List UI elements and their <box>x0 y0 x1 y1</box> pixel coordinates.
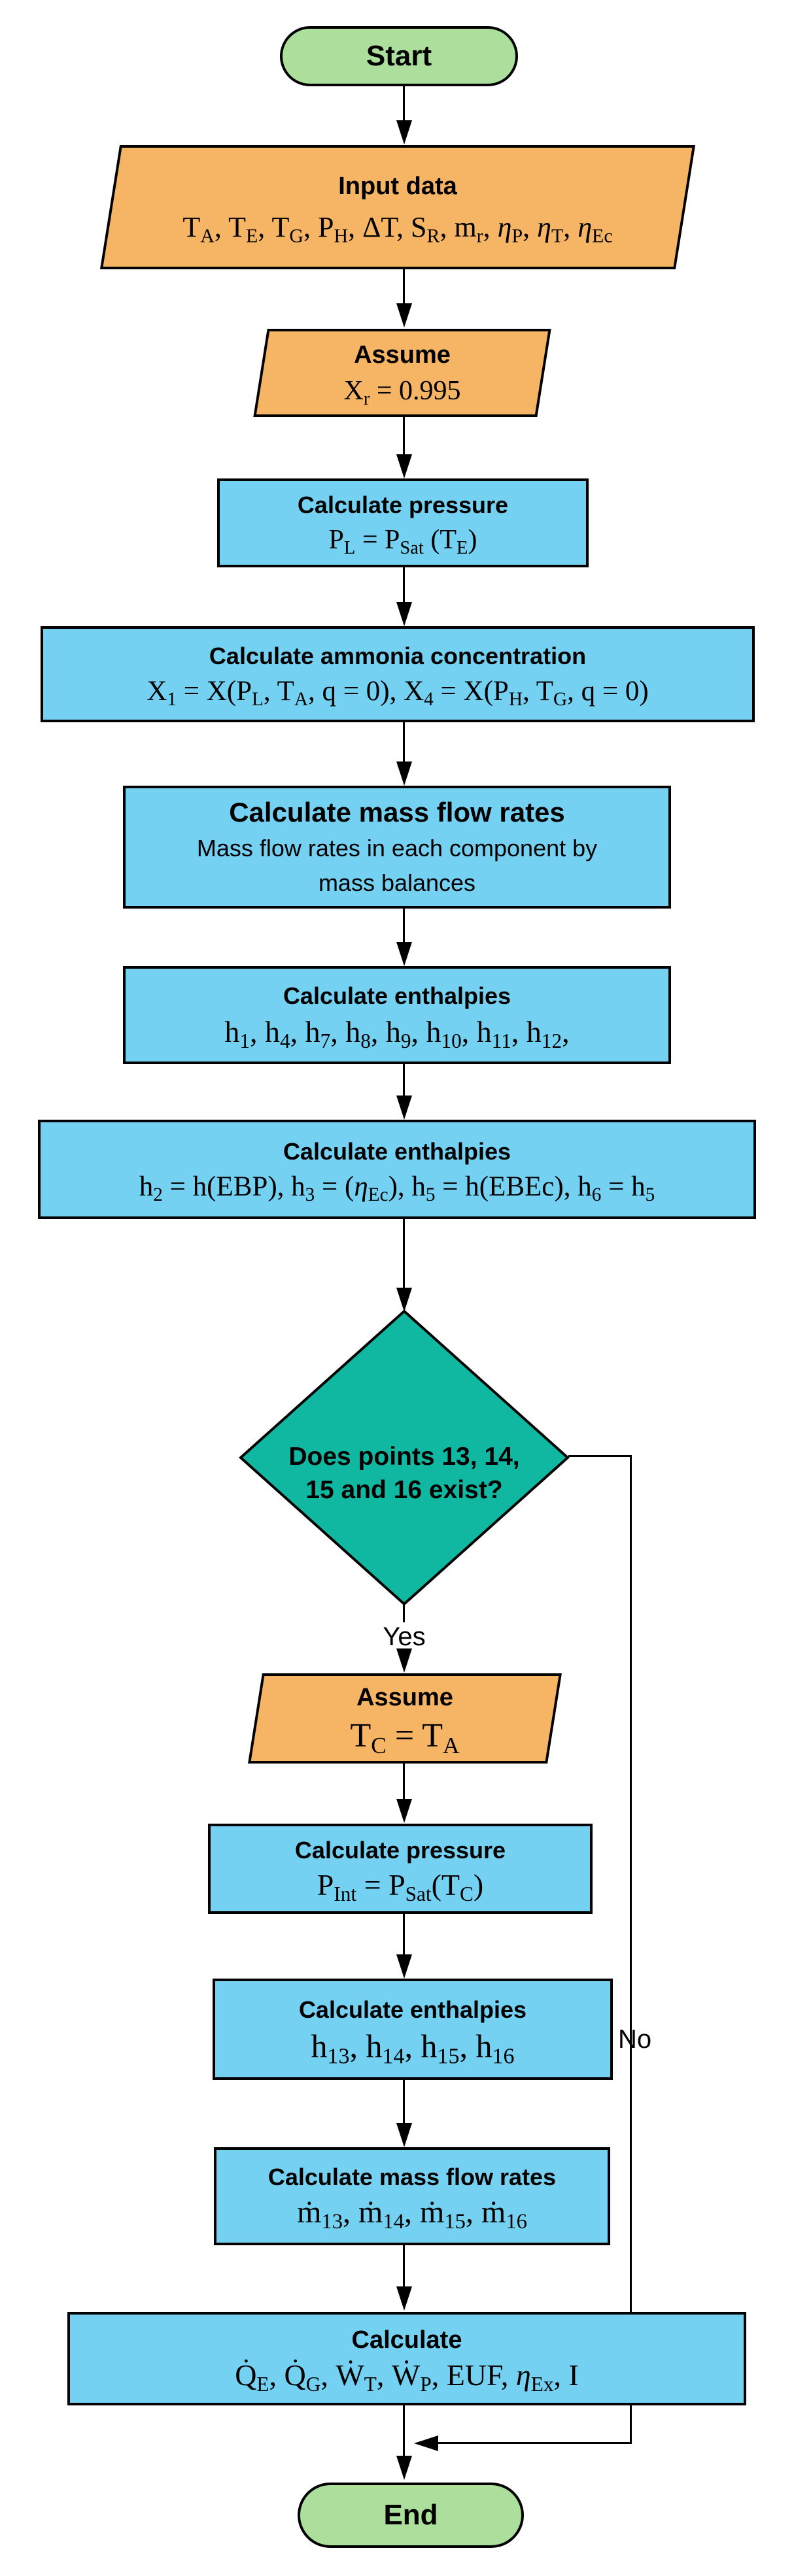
calc-enthalpies-1-title: Calculate enthalpies <box>283 982 511 1010</box>
calc-ammonia-formula: X1 = X(PL, TA, q = 0), X4 = X(PH, TG, q … <box>147 676 649 711</box>
connector-assume2-pressure2 <box>403 1764 405 1799</box>
calc-pressure-low-node: Calculate pressure PL = PSat (TE) <box>217 478 589 567</box>
calc-enthalpies-1-formula: h1, h4, h7, h8, h9, h10, h11, h12, <box>224 1015 570 1052</box>
arrowhead-pressure1-ammonia <box>396 602 412 626</box>
calc-enthalpies-3-title: Calculate enthalpies <box>298 1996 527 2023</box>
calc-massflow-2-formula: ṁ13, ṁ14, ṁ15, ṁ16 <box>297 2195 527 2234</box>
arrowhead-enthalpies1-enthalpies2 <box>396 1096 412 1120</box>
calc-massflow-balance-node: Calculate mass flow rates Mass flow rate… <box>123 786 671 909</box>
no-branch-top-line <box>568 1455 632 1457</box>
arrowhead-start-input <box>396 120 412 144</box>
arrowhead-massflow1-enthalpies1 <box>396 942 412 966</box>
arrowhead-input-assume1 <box>396 303 412 327</box>
no-branch-vertical-line <box>630 1455 632 2444</box>
calc-ammonia-title: Calculate ammonia concentration <box>209 643 587 670</box>
decision-question-line1: Does points 13, 14, <box>288 1443 520 1471</box>
input-data-title: Input data <box>338 173 457 201</box>
connector-input-assume1 <box>403 269 405 305</box>
start-node: Start <box>280 26 518 86</box>
calc-massflow-balance-title: Calculate mass flow rates <box>229 796 565 828</box>
arrowhead-calculate-end <box>396 2456 412 2480</box>
calc-enthalpies-2-node: Calculate enthalpies h2 = h(EBP), h3 = (… <box>38 1120 756 1219</box>
assume-tc-formula: TC = TA <box>350 1717 460 1759</box>
calc-enthalpies-3-node: Calculate enthalpies h13, h14, h15, h16 <box>213 1979 613 2080</box>
calc-performance-formula: Q̇E, Q̇G, ẆT, ẆP, EUF, ηEx, I <box>235 2358 579 2396</box>
arrowhead-yes-assume2 <box>396 1648 412 1673</box>
arrowhead-enthalpies3-massflow2 <box>396 2123 412 2147</box>
connector-pressure2-enthalpies3 <box>403 1914 405 1955</box>
start-label: Start <box>366 40 432 72</box>
connector-massflow1-enthalpies1 <box>403 909 405 943</box>
arrowhead-assume1-pressure1 <box>396 454 412 478</box>
arrowhead-assume2-pressure2 <box>396 1799 412 1823</box>
arrowhead-ammonia-massflow1 <box>396 761 412 786</box>
calc-massflow-balance-line1: Mass flow rates in each component by <box>196 835 598 862</box>
arrowhead-enthalpies2-decision <box>396 1288 412 1312</box>
assume-xr-formula: Xr = 0.995 <box>343 376 461 410</box>
decision-question-line2: 15 and 16 exist? <box>305 1476 503 1504</box>
calc-pressure-int-title: Calculate pressure <box>294 1837 506 1864</box>
input-data-formula: TA, TE, TG, PH, ΔT, SR, mr, ηP, ηT, ηEc <box>182 210 613 246</box>
connector-assume1-pressure1 <box>403 417 405 455</box>
no-label: No <box>618 2025 652 2054</box>
calc-enthalpies-1-node: Calculate enthalpies h1, h4, h7, h8, h9,… <box>123 966 671 1064</box>
calc-pressure-low-formula: PL = PSat (TE) <box>328 525 477 559</box>
calc-enthalpies-2-title: Calculate enthalpies <box>283 1137 511 1165</box>
connector-enthalpies3-massflow2 <box>403 2080 405 2124</box>
end-label: End <box>383 2499 438 2531</box>
assume-xr-title: Assume <box>354 341 451 369</box>
connector-massflow2-calculate <box>403 2245 405 2287</box>
calc-enthalpies-3-formula: h13, h14, h15, h16 <box>311 2027 515 2069</box>
connector-enthalpies1-enthalpies2 <box>403 1064 405 1097</box>
calc-massflow-2-node: Calculate mass flow rates ṁ13, ṁ14, ṁ… <box>214 2147 610 2245</box>
arrowhead-massflow2-calculate <box>396 2286 412 2311</box>
calc-pressure-int-formula: PInt = PSat(TC) <box>317 1868 484 1905</box>
yes-label: Yes <box>383 1622 426 1651</box>
connector-pressure1-ammonia <box>403 567 405 603</box>
calc-ammonia-node: Calculate ammonia concentration X1 = X(P… <box>41 626 755 722</box>
calc-massflow-balance-line2: mass balances <box>318 869 476 897</box>
connector-enthalpies2-decision <box>403 1219 405 1289</box>
no-branch-bottom-line <box>437 2442 632 2444</box>
assume-tc-title: Assume <box>356 1683 453 1711</box>
calc-performance-node: Calculate Q̇E, Q̇G, ẆT, ẆP, EUF, ηEx, … <box>67 2312 746 2405</box>
connector-start-input <box>403 86 405 122</box>
connector-calculate-end <box>403 2405 405 2456</box>
connector-decision-yes <box>403 1603 405 1622</box>
calc-pressure-low-title: Calculate pressure <box>297 492 509 519</box>
connector-ammonia-massflow1 <box>403 722 405 762</box>
assume-tc-node: Assume TC = TA <box>248 1673 562 1764</box>
end-node: End <box>298 2483 524 2548</box>
arrowhead-pressure2-enthalpies3 <box>396 1954 412 1979</box>
calc-enthalpies-2-formula: h2 = h(EBP), h3 = (ηEc), h5 = h(EBEc), h… <box>139 1171 655 1206</box>
arrowhead-no-merge <box>414 2435 438 2451</box>
calc-performance-title: Calculate <box>351 2326 462 2354</box>
calc-massflow-2-title: Calculate mass flow rates <box>268 2164 557 2191</box>
assume-xr-node: Assume Xr = 0.995 <box>253 329 551 417</box>
input-data-node: Input data TA, TE, TG, PH, ΔT, SR, mr, η… <box>99 145 696 269</box>
calc-pressure-int-node: Calculate pressure PInt = PSat(TC) <box>208 1824 593 1914</box>
decision-diamond-node: Does points 13, 14, 15 and 16 exist? <box>258 1309 550 1606</box>
